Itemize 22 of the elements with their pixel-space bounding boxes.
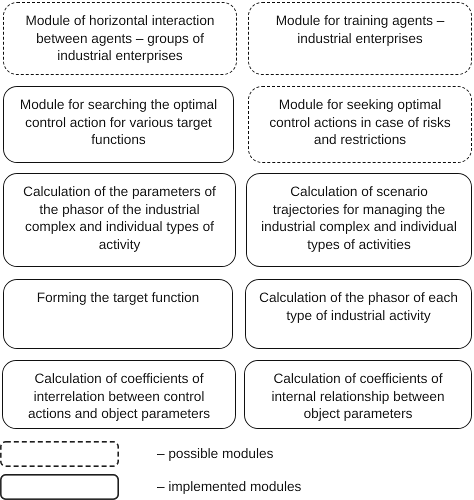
module-box — [248, 86, 472, 163]
module-box — [244, 360, 472, 429]
module-label: Calculation of coefficients of interrelation between control actions and object parameters — [26, 370, 212, 422]
legend-label: – possible modules — [157, 445, 274, 462]
module-label: Module for searching the optimal control action for various target functions — [18, 96, 218, 148]
module-box — [3, 279, 233, 349]
legend-label: – implemented modules — [157, 478, 302, 495]
module-box — [245, 279, 472, 349]
module-label: Calculation of the phasor of each type of industrial activity — [258, 289, 459, 324]
module-label: Calculation of the parameters of the phasor of the industrial complex and individual types of activity — [22, 183, 217, 253]
module-label: Calculation of scenario trajectories for managing the industrial complex and individual types of activities — [260, 183, 458, 253]
module-label: Module of horizontal interaction between agents – groups of industrial enterprises — [24, 12, 216, 64]
module-label: Forming the target function — [36, 289, 200, 306]
module-label: Calculation of coefficients of internal relationship between object parameters — [270, 370, 446, 422]
module-box — [3, 2, 237, 75]
module-box — [246, 173, 472, 267]
module-label: Module for training agents – industrial enterprises — [274, 12, 446, 47]
module-box — [3, 86, 234, 163]
module-box — [248, 2, 472, 75]
module-box — [3, 173, 236, 267]
module-box — [2, 360, 236, 429]
module-label: Module for seeking optimal control actions in case of risks and restrictions — [268, 96, 452, 148]
